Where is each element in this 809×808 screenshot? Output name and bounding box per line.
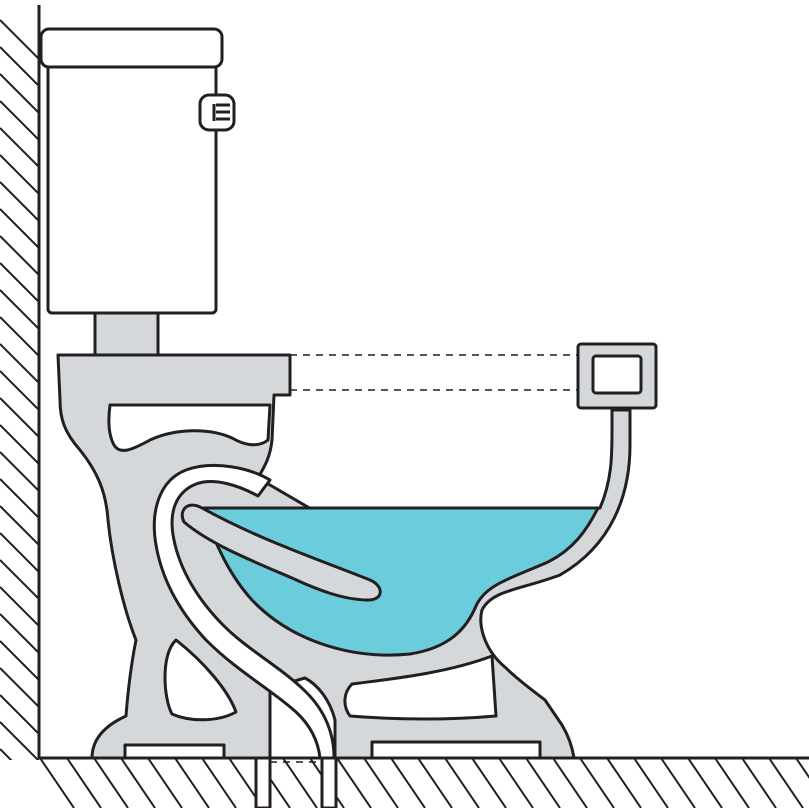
floor-hatch-line bbox=[148, 758, 182, 808]
wall-hatching bbox=[0, 20, 39, 808]
floor-hatch-line bbox=[661, 758, 695, 808]
floor-hatch-line bbox=[391, 758, 425, 808]
tank-body bbox=[48, 55, 216, 313]
floor-hatch-line bbox=[634, 758, 668, 808]
floor-hatch-line bbox=[607, 758, 641, 808]
floor-hatch-line bbox=[121, 758, 155, 808]
floor-hatch-line bbox=[67, 758, 101, 808]
floor-hatch-line bbox=[40, 758, 74, 808]
floor-hatch-line bbox=[715, 758, 749, 808]
floor-hatch-line bbox=[553, 758, 587, 808]
floor bbox=[38, 758, 809, 808]
tank-lid bbox=[41, 29, 222, 67]
drain-pipe bbox=[256, 758, 336, 808]
floor-hatch-line bbox=[580, 758, 614, 808]
floor-hatch-line bbox=[94, 758, 128, 808]
toilet-tank bbox=[41, 29, 234, 313]
floor-hatch-line bbox=[175, 758, 209, 808]
floor-hatch-line bbox=[337, 758, 371, 808]
floor-hatch-line bbox=[688, 758, 722, 808]
floor-hatching bbox=[40, 758, 809, 808]
floor-hatch-line bbox=[769, 758, 803, 808]
wall-hatch-line bbox=[0, 776, 39, 808]
tank-outlet bbox=[95, 313, 158, 355]
floor-hatch-line bbox=[526, 758, 560, 808]
floor-hatch-line bbox=[472, 758, 506, 808]
floor-hatch-line bbox=[283, 758, 317, 808]
floor-hatch-line bbox=[418, 758, 452, 808]
wall bbox=[0, 5, 39, 808]
floor-hatch-line bbox=[742, 758, 776, 808]
floor-hatch-line bbox=[445, 758, 479, 808]
seat-hole bbox=[593, 356, 641, 393]
floor-hatch-line bbox=[499, 758, 533, 808]
floor-hatch-line bbox=[364, 758, 398, 808]
flush-handle-icon[interactable] bbox=[200, 95, 234, 130]
floor-hatch-line bbox=[202, 758, 236, 808]
